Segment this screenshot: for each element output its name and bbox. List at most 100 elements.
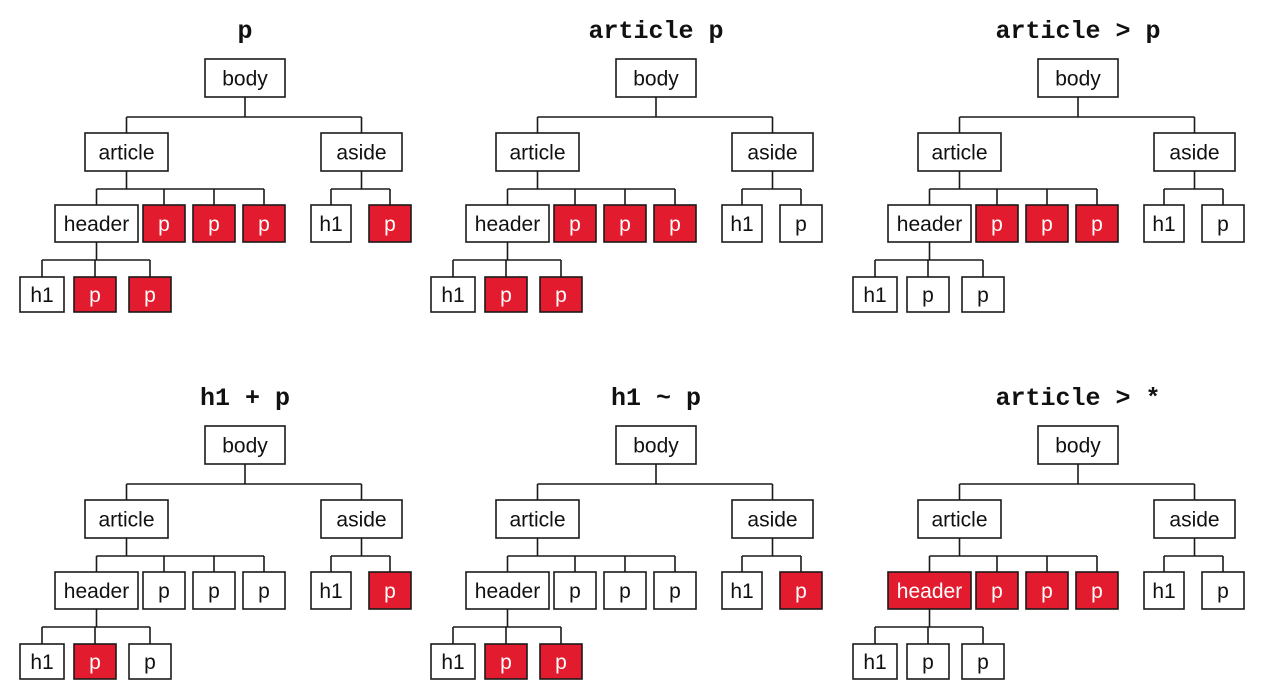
- node-label: h1: [1152, 213, 1175, 236]
- node-label: header: [475, 213, 540, 236]
- node-ap1-selected: p: [975, 204, 1019, 243]
- node-label: p: [258, 213, 270, 236]
- node-label: aside: [336, 142, 386, 165]
- node-box: [242, 204, 286, 243]
- node-header: header: [465, 204, 550, 243]
- node-ap1-selected: p: [142, 204, 186, 243]
- edge-header-children: [41, 242, 151, 277]
- node-box: [721, 571, 763, 610]
- edge-body-children: [958, 97, 1196, 133]
- node-box: [539, 643, 583, 680]
- node-label: p: [991, 580, 1003, 603]
- node-box: [204, 425, 286, 465]
- node-box: [484, 643, 528, 680]
- node-label: article: [931, 142, 987, 165]
- node-sh1: h1: [721, 571, 763, 610]
- node-box: [1037, 425, 1119, 465]
- node-body: body: [615, 58, 697, 98]
- edge-body-children: [125, 464, 363, 500]
- node-aside: aside: [320, 132, 403, 172]
- node-label: p: [619, 580, 631, 603]
- node-box: [961, 643, 1005, 680]
- node-body: body: [615, 425, 697, 465]
- node-hh1: h1: [430, 643, 476, 680]
- node-label: article: [509, 142, 565, 165]
- node-box: [495, 499, 580, 539]
- node-box: [653, 571, 697, 610]
- node-box: [368, 204, 412, 243]
- node-ap1-selected: p: [553, 204, 597, 243]
- node-ap2-selected: p: [1025, 571, 1069, 610]
- node-box: [128, 276, 172, 313]
- node-label: body: [222, 68, 268, 91]
- node-label: p: [258, 580, 270, 603]
- node-box: [887, 204, 972, 243]
- node-label: p: [922, 651, 934, 674]
- node-box: [975, 204, 1019, 243]
- node-label: h1: [319, 580, 342, 603]
- diagram-title: h1 ~ p: [611, 384, 701, 413]
- node-ap3-selected: p: [1075, 571, 1119, 610]
- node-box: [1201, 571, 1245, 610]
- node-box: [1025, 571, 1069, 610]
- node-box: [242, 571, 286, 610]
- node-header-selected: header: [887, 571, 972, 610]
- node-label: header: [897, 213, 962, 236]
- edge-aside-children: [1163, 538, 1224, 572]
- node-label: p: [89, 284, 101, 307]
- node-box: [553, 204, 597, 243]
- node-box: [615, 58, 697, 98]
- node-ap2-selected: p: [1025, 204, 1069, 243]
- node-box: [430, 276, 476, 313]
- edge-article-children: [928, 171, 1098, 205]
- node-header: header: [54, 571, 139, 610]
- edge-aside-children: [330, 538, 391, 572]
- node-box: [73, 276, 117, 313]
- node-box: [731, 132, 814, 172]
- edge-header-children: [452, 609, 562, 644]
- node-box: [1143, 204, 1185, 243]
- node-label: article: [98, 142, 154, 165]
- node-article: article: [495, 132, 580, 172]
- node-hp2-selected: p: [128, 276, 172, 313]
- node-box: [917, 499, 1002, 539]
- node-box: [653, 204, 697, 243]
- node-hh1: h1: [430, 276, 476, 313]
- node-box: [539, 276, 583, 313]
- node-label: p: [89, 651, 101, 674]
- node-box: [465, 204, 550, 243]
- node-box: [484, 276, 528, 313]
- node-label: h1: [30, 284, 53, 307]
- node-body: body: [1037, 58, 1119, 98]
- node-box: [142, 204, 186, 243]
- node-hh1: h1: [19, 643, 65, 680]
- node-hp1-selected: p: [73, 643, 117, 680]
- node-label: body: [1055, 435, 1101, 458]
- node-box: [1201, 204, 1245, 243]
- edge-article-children: [928, 538, 1098, 572]
- node-label: p: [208, 580, 220, 603]
- node-label: article: [509, 509, 565, 532]
- node-label: p: [669, 580, 681, 603]
- node-sp: p: [779, 204, 823, 243]
- node-box: [852, 643, 898, 680]
- node-aside: aside: [320, 499, 403, 539]
- node-box: [142, 571, 186, 610]
- node-box: [192, 204, 236, 243]
- node-label: aside: [747, 142, 797, 165]
- node-label: body: [222, 435, 268, 458]
- node-box: [917, 132, 1002, 172]
- node-label: p: [977, 651, 989, 674]
- node-box: [495, 132, 580, 172]
- node-label: p: [795, 213, 807, 236]
- node-box: [615, 425, 697, 465]
- node-hh1: h1: [852, 276, 898, 313]
- node-label: aside: [336, 509, 386, 532]
- node-body: body: [204, 58, 286, 98]
- node-hp1-selected: p: [484, 276, 528, 313]
- node-ap3-selected: p: [653, 204, 697, 243]
- node-box: [906, 276, 950, 313]
- node-label: body: [633, 435, 679, 458]
